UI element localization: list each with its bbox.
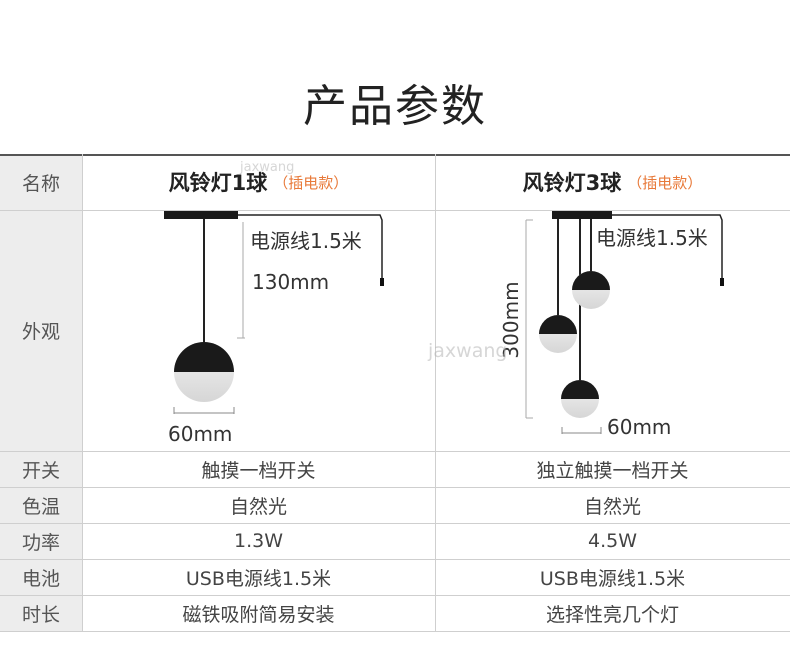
watermark-text: jaxwang xyxy=(240,160,295,175)
power-cable xyxy=(612,214,723,285)
product1-note: （插电款） xyxy=(273,173,349,192)
row-value-color-temp-2: 自然光 xyxy=(583,495,641,518)
product2-note: （插电款） xyxy=(627,173,703,192)
row-value-battery-2: USB电源线1.5米 xyxy=(539,567,686,590)
lamp-1-width-label: 60mm xyxy=(168,422,233,446)
row-divider xyxy=(0,451,790,452)
row-divider xyxy=(0,210,790,211)
row-divider xyxy=(0,595,790,596)
product1-header: 风铃灯1球 （插电款） xyxy=(82,154,435,210)
row-divider xyxy=(0,487,790,488)
row-divider xyxy=(0,523,790,524)
globe-cap xyxy=(539,315,577,334)
row-label-switch: 开关 xyxy=(21,459,60,482)
ceiling-canopy xyxy=(552,211,612,219)
lamp-2-width-label: 60mm xyxy=(607,415,672,439)
lamp-1-illustration xyxy=(164,211,384,414)
globe-cap xyxy=(174,342,234,372)
label-column xyxy=(0,154,82,632)
row-label-battery: 电池 xyxy=(21,567,60,590)
product2-name: 风铃灯3球 xyxy=(522,171,622,195)
appearance-label: 外观 xyxy=(21,321,60,343)
watermark-text: jaxwang xyxy=(428,340,508,362)
spec-table: 名称 风铃灯1球 （插电款） 风铃灯3球 （插电款） 外观 开关 触摸一档开关 … xyxy=(0,154,790,632)
power-cable xyxy=(238,214,383,285)
row-divider xyxy=(0,559,790,560)
product2-header: 风铃灯3球 （插电款） xyxy=(435,154,790,210)
lamp-1-height-label: 130mm xyxy=(252,270,330,294)
row-value-battery-1: USB电源线1.5米 xyxy=(185,567,332,590)
row-value-switch-2: 独立触摸一档开关 xyxy=(536,459,689,482)
ceiling-canopy xyxy=(164,211,238,219)
lamp-2-illustration xyxy=(525,211,724,434)
row-value-power-2: 4.5W xyxy=(587,530,637,552)
globe-cap xyxy=(572,271,610,290)
table-bottom-border xyxy=(0,631,790,632)
row-label-power: 功率 xyxy=(21,531,60,554)
column-divider xyxy=(82,154,83,632)
lamp-2-cable-label: 电源线1.5米 xyxy=(596,226,708,250)
column-divider xyxy=(435,154,436,632)
row-label-color-temp: 色温 xyxy=(21,495,60,518)
usb-plug xyxy=(720,278,724,286)
row-value-power-1: 1.3W xyxy=(233,530,283,552)
row-label-duration: 时长 xyxy=(21,603,60,626)
row-value-duration-2: 选择性亮几个灯 xyxy=(545,603,679,626)
usb-plug xyxy=(380,278,384,286)
header-label: 名称 xyxy=(21,172,60,195)
table-top-border xyxy=(0,154,790,156)
lamp-1-cable-label: 电源线1.5米 xyxy=(250,229,362,253)
page-title: 产品参数 xyxy=(303,81,487,132)
row-value-switch-1: 触摸一档开关 xyxy=(201,459,316,482)
row-value-color-temp-1: 自然光 xyxy=(229,495,287,518)
row-value-duration-1: 磁铁吸附简易安装 xyxy=(182,603,335,626)
product1-name: 风铃灯1球 xyxy=(168,171,268,195)
globe-cap xyxy=(561,380,599,399)
